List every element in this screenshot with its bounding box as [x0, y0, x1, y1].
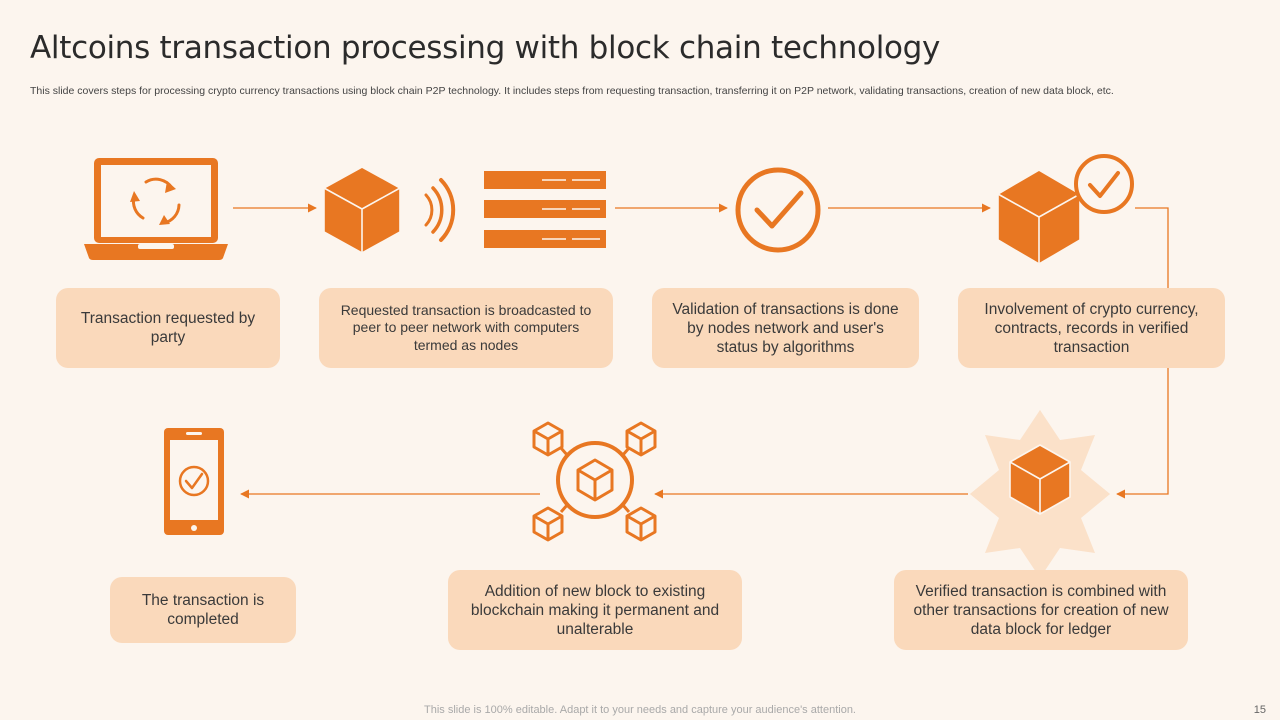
cube-star-icon [970, 410, 1110, 578]
blockchain-network-icon [532, 421, 657, 542]
step-2-box: Requested transaction is broadcasted to … [319, 288, 613, 368]
broadcast-waves-icon [424, 178, 456, 242]
checkmark-circle-icon [735, 167, 821, 253]
step-3-box: Validation of transactions is done by no… [652, 288, 919, 368]
server-stack-icon [484, 171, 606, 248]
slide-title: Altcoins transaction processing with blo… [30, 30, 941, 66]
slide-subtitle: This slide covers steps for processing c… [30, 85, 1114, 97]
cube-check-icon [997, 154, 1134, 265]
smartphone-check-icon [164, 428, 224, 535]
footer-note: This slide is 100% editable. Adapt it to… [424, 704, 856, 716]
step-4-box: Involvement of crypto currency, contract… [958, 288, 1225, 368]
cube-icon-broadcast [323, 166, 401, 254]
step-1-box: Transaction requested by party [56, 288, 280, 368]
step-7-box: The transaction is completed [110, 577, 296, 643]
laptop-sync-icon [84, 158, 228, 260]
flow-connectors [233, 203, 1169, 499]
step-6-box: Addition of new block to existing blockc… [448, 570, 742, 650]
step-5-box: Verified transaction is combined with ot… [894, 570, 1188, 650]
page-number: 15 [1253, 704, 1266, 716]
